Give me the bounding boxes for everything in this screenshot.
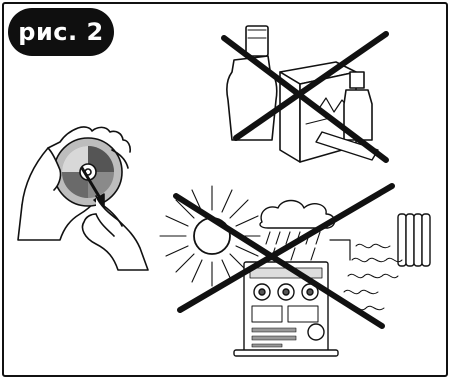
heat-waves-icon: [344, 244, 402, 309]
sun-rain-heater-near-stereo-crossed-out-icon: [160, 186, 430, 356]
stereo-unit-icon: [234, 262, 338, 356]
chemical-bottles-crossed-out-icon: [224, 26, 386, 162]
heater-icon: [398, 214, 430, 266]
hands-holding-disc-icon: [18, 127, 148, 270]
